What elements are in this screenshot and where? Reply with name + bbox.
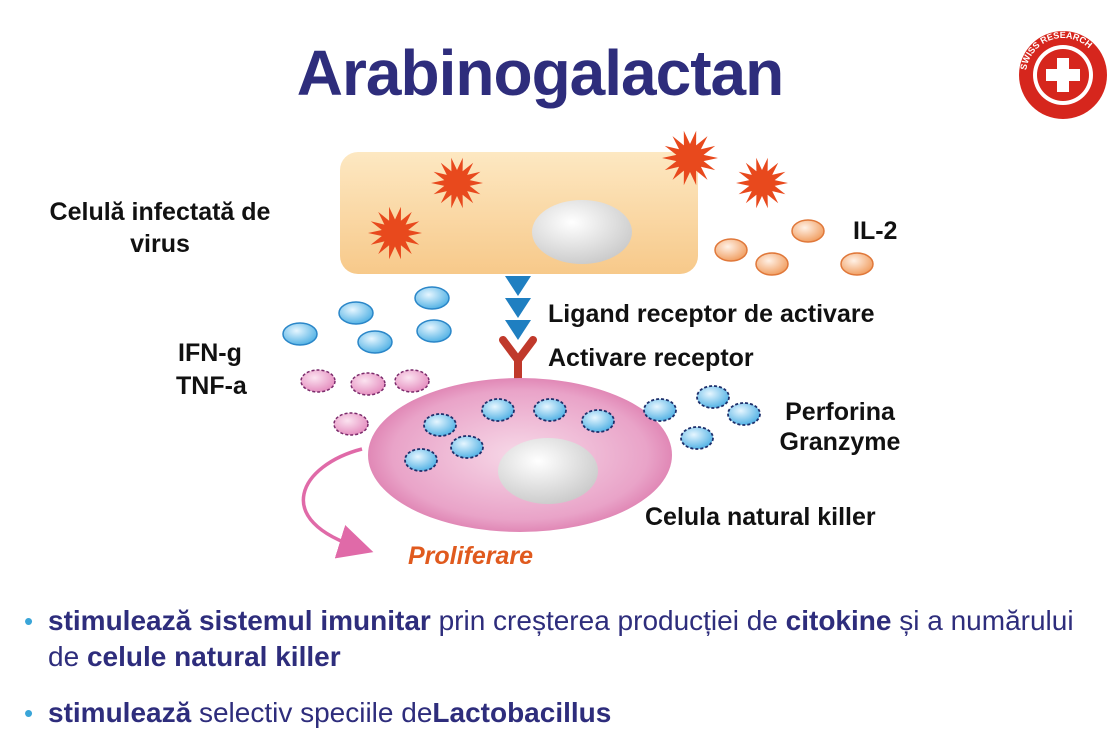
swiss-cross-icon bbox=[1046, 58, 1080, 92]
virus-icon bbox=[431, 157, 483, 209]
virus-icon bbox=[736, 157, 788, 209]
bullet-text: prin creșterea producției de bbox=[430, 605, 786, 636]
proliferation-label: Proliferare bbox=[408, 542, 534, 570]
nk-cell-nucleus bbox=[498, 438, 598, 504]
infected-cell-nucleus bbox=[532, 200, 632, 264]
bullet-icon: • bbox=[24, 698, 34, 728]
bullet-text: și a numărului de bbox=[48, 605, 1074, 672]
bullet-text-bold: stimulează sistemul imunitar bbox=[48, 605, 431, 636]
bullet-text-bold: celule natural killer bbox=[86, 641, 341, 672]
virus-icon bbox=[368, 206, 422, 260]
il2-molecule bbox=[840, 252, 874, 276]
page-title: Arabinogalactan bbox=[296, 37, 784, 109]
il2-molecule bbox=[791, 219, 825, 243]
proliferation-arrow bbox=[301, 447, 374, 559]
bullet-list: • stimulează sistemul imunitar prin creș… bbox=[24, 603, 1104, 751]
virus-group bbox=[368, 130, 788, 260]
bullet-item: • stimulează selectiv speciile deLactoba… bbox=[24, 695, 1104, 731]
nk-cell-label: Celula natural killer bbox=[645, 503, 876, 531]
infected-cell bbox=[340, 152, 698, 274]
swiss-research-logo: SWISS RESEARCH bbox=[1018, 30, 1107, 119]
ifn-molecules bbox=[282, 286, 452, 354]
immune-diagram bbox=[282, 130, 874, 559]
perforina-label: Perforina bbox=[785, 398, 895, 426]
il2-molecule bbox=[755, 252, 789, 276]
bullet-text-bold: Lactobacillus bbox=[432, 697, 612, 728]
bullet-icon: • bbox=[24, 606, 34, 636]
activation-receptor-label: Activare receptor bbox=[548, 344, 754, 372]
ligand-label: Ligand receptor de activare bbox=[548, 300, 875, 328]
granzyme-label: Granzyme bbox=[779, 428, 901, 456]
activation-receptor bbox=[499, 336, 537, 388]
ifn-label: IFN-g bbox=[178, 339, 242, 367]
il2-label: IL-2 bbox=[853, 217, 898, 245]
tnf-molecules bbox=[300, 369, 430, 436]
ligand-arrows bbox=[505, 276, 531, 340]
infected-cell-label: Celulă infectată de virus bbox=[49, 198, 271, 258]
bullet-text-bold: citokine bbox=[785, 605, 892, 636]
il2-molecule bbox=[714, 238, 748, 262]
bullet-text-bold: stimulează bbox=[48, 697, 192, 728]
tnf-label: TNF-a bbox=[176, 372, 247, 400]
perforin-granzyme-molecules bbox=[404, 385, 761, 472]
virus-icon bbox=[662, 130, 718, 186]
bullet-text: selectiv speciile de bbox=[191, 697, 433, 728]
bullet-item: • stimulează sistemul imunitar prin creș… bbox=[24, 603, 1104, 675]
